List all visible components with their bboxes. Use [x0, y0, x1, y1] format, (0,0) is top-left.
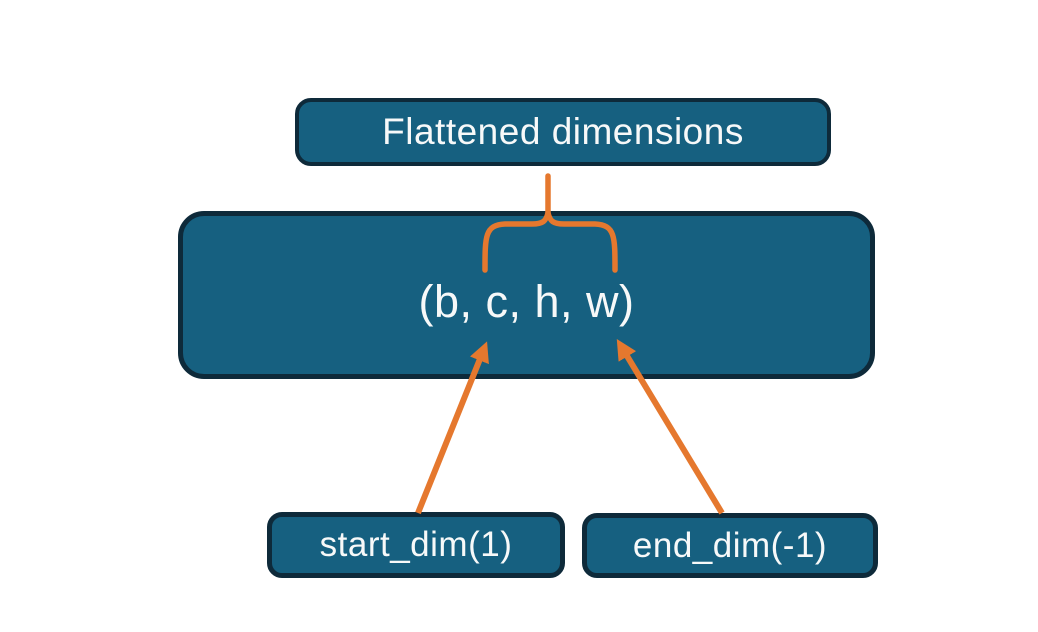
start-dim-node: start_dim(1)	[267, 512, 565, 578]
tensor-shape-label: (b, c, h, w)	[418, 276, 635, 327]
flattened-dimensions-node: Flattened dimensions	[295, 98, 831, 166]
start-dim-label: start_dim(1)	[319, 525, 513, 564]
end-dim-node: end_dim(-1)	[582, 513, 878, 578]
flattened-dimensions-label: Flattened dimensions	[382, 111, 744, 152]
end-dim-label: end_dim(-1)	[632, 525, 828, 565]
tensor-shape-node: (b, c, h, w)	[178, 211, 875, 379]
